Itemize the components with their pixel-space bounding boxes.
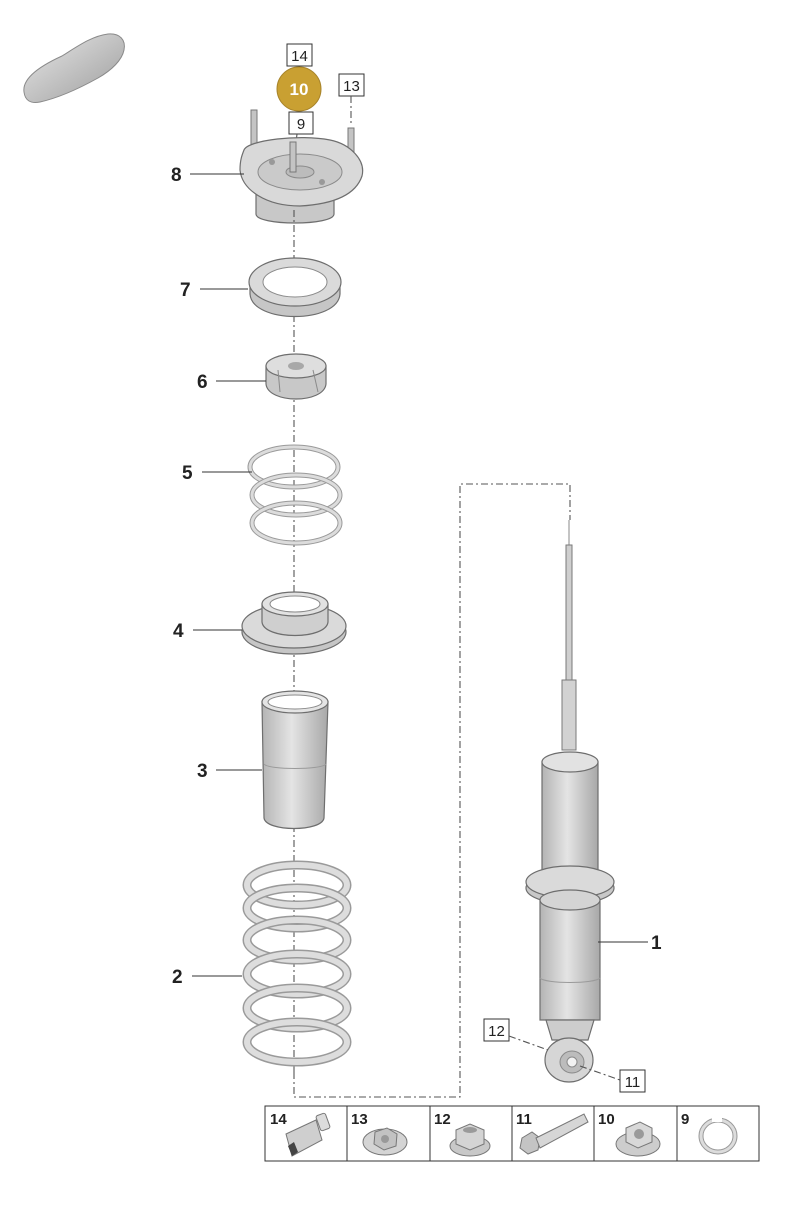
part-4-lower-spring-seat [241,591,347,655]
callout-2: 2 [172,967,183,988]
label-box-12: 12 [483,1018,510,1042]
legend-cell-14: 14 [270,1111,331,1157]
collar-nut-icon [449,1123,491,1157]
label-box-11: 11 [619,1069,646,1093]
callout-3: 3 [197,761,208,782]
label-box-13: 13 [338,73,365,97]
svg-text:11: 11 [516,1111,532,1128]
svg-text:13: 13 [343,78,360,95]
parts-legend: 14 13 12 11 [264,1105,760,1162]
svg-text:12: 12 [488,1023,505,1040]
hex-nut-icon [615,1121,661,1157]
highlight-marker-10: 10 [276,66,322,112]
part-7-upper-spring-seat [248,257,342,317]
part-8-top-mount [239,109,364,224]
legend-cell-11: 11 [516,1111,589,1155]
legend-cell-12: 12 [434,1111,491,1157]
legend-cell-9: 9 [681,1111,738,1155]
legend-cell-10: 10 [598,1111,661,1157]
callout-8: 8 [171,165,182,186]
callout-7: 7 [180,280,191,301]
part-5-helper-spring [247,444,343,546]
svg-text:10: 10 [290,80,309,99]
svg-text:14: 14 [270,1111,287,1128]
legend-cell-13: 13 [351,1111,408,1156]
bolt-icon [519,1113,589,1155]
svg-text:10: 10 [598,1111,615,1128]
svg-text:13: 13 [351,1111,368,1128]
part-2-coil-spring [242,860,352,1067]
part-3-dust-boot [261,690,329,830]
car-silhouette-icon [23,33,125,103]
flange-nut-icon [362,1127,408,1156]
sensor-icon [285,1112,331,1157]
callout-4: 4 [173,621,184,642]
svg-text:14: 14 [291,48,308,65]
label-box-9: 9 [288,111,314,135]
svg-text:9: 9 [681,1111,689,1128]
callout-1: 1 [651,933,662,954]
callout-6: 6 [197,372,208,393]
svg-text:12: 12 [434,1111,451,1128]
callout-5: 5 [182,463,193,484]
circlip-icon [698,1116,738,1155]
svg-text:9: 9 [297,116,305,133]
svg-text:11: 11 [625,1074,641,1091]
part-6-bump-stop [265,353,327,400]
part-1-shock-absorber [525,520,615,1083]
label-box-14: 14 [286,43,313,67]
